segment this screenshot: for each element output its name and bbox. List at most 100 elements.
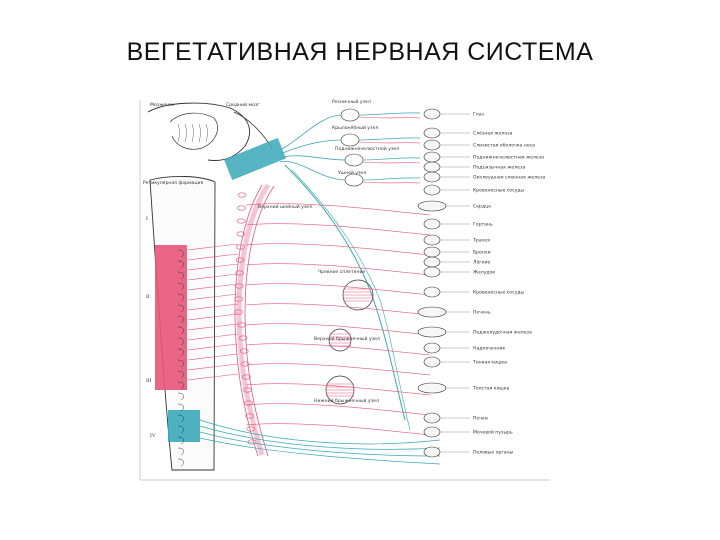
spinal-region-numeral: II	[146, 294, 150, 300]
organ-shape	[423, 266, 441, 278]
sympathetic-preganglionic-fiber	[187, 293, 239, 301]
head-postganglionic-fiber	[358, 137, 421, 141]
sympathetic-ganglion	[237, 205, 246, 211]
head-ganglion	[340, 108, 360, 122]
organ-shape	[423, 412, 441, 424]
organ-label: Желудок	[473, 270, 495, 276]
segment-root	[177, 436, 185, 445]
sympathetic-preganglionic-fiber	[187, 323, 239, 331]
organ-label: Гортань	[473, 222, 493, 228]
sympathetic-preganglionic-fiber	[187, 273, 239, 281]
segment-root	[177, 304, 185, 313]
brain-outline	[147, 102, 250, 161]
head-sympathetic-fiber	[358, 116, 421, 119]
organ-shape	[423, 184, 441, 196]
sympathetic-ganglion	[234, 296, 244, 302]
organ-shape	[423, 342, 441, 354]
sympathetic-visceral-fiber	[245, 243, 431, 256]
segment-root	[177, 260, 185, 269]
sympathetic-ganglion	[245, 413, 254, 419]
organ-shape	[423, 446, 441, 458]
sympathetic-preganglionic-fiber	[187, 283, 239, 291]
organ-label: Мочевой пузырь	[473, 429, 513, 436]
segment-root	[177, 403, 185, 412]
sacral-parasympathetic-fiber	[199, 437, 441, 465]
vagus-nerve-branch	[291, 169, 411, 431]
ganglion-label: Поднижнечелюстной узел	[335, 145, 399, 152]
organ-label: Почки	[473, 416, 488, 422]
organ-shape	[423, 161, 441, 173]
sympathetic-trunk	[236, 183, 271, 456]
head-ganglion	[344, 153, 364, 167]
segment-root	[177, 458, 185, 467]
sympathetic-ganglion	[243, 387, 252, 393]
segment-root	[177, 425, 185, 434]
organ-label: Толстая кишка	[472, 386, 510, 392]
organ-label: Подъязычная железа	[473, 165, 525, 171]
cranial-parasympathetic-fiber	[279, 161, 347, 181]
sympathetic-ganglion	[242, 374, 251, 380]
cerebellum-fold	[184, 123, 187, 143]
segment-root	[177, 326, 185, 335]
cerebellum-fold	[177, 123, 180, 143]
sympathetic-visceral-fiber	[245, 423, 431, 436]
midbrain-label: Средний мозг	[226, 101, 260, 108]
sympathetic-ganglion	[241, 361, 250, 367]
sympathetic-ganglion	[234, 309, 243, 315]
sacral-segment-band	[168, 410, 200, 442]
sympathetic-preganglionic-fiber	[187, 243, 239, 251]
spinal-region-numeral: I	[146, 216, 148, 222]
organ-label: Трахея	[472, 238, 490, 244]
sympathetic-preganglionic-fiber	[187, 363, 239, 371]
cerebellum-fold	[205, 123, 208, 143]
organ-label: Кровеносные сосуды	[473, 290, 525, 296]
sympathetic-preganglionic-fiber	[187, 263, 239, 271]
sympathetic-visceral-fiber	[245, 323, 431, 336]
ganglion-label: Ресничный узел	[332, 98, 371, 105]
sympathetic-ganglion	[234, 283, 244, 289]
sympathetic-visceral-fiber	[245, 283, 431, 296]
sympathetic-visceral-fiber	[245, 343, 431, 356]
organ-shape	[423, 234, 441, 246]
ganglion-label: Нижний брыжеечный узел	[314, 397, 379, 404]
sacral-parasympathetic-fiber	[199, 425, 441, 450]
head-sympathetic-fiber	[362, 181, 421, 184]
sympathetic-preganglionic-fiber	[187, 313, 239, 321]
organ-shape	[423, 246, 441, 258]
cranial-parasympathetic-fiber	[279, 139, 343, 155]
head-ganglion	[340, 133, 360, 147]
ganglion-label: Ушной узел	[338, 169, 366, 176]
cerebellum-label: Мозжечок	[150, 102, 175, 108]
cerebellum-fold	[198, 123, 201, 143]
sympathetic-preganglionic-fiber	[187, 353, 239, 361]
segment-root	[177, 348, 185, 357]
sympathetic-ganglion	[235, 270, 244, 276]
thoracolumbar-segment-band	[155, 245, 187, 390]
cerebellum-fold	[191, 123, 194, 143]
sympathetic-ganglion	[246, 426, 256, 432]
sympathetic-preganglionic-fiber	[187, 333, 239, 341]
sympathetic-visceral-fiber	[245, 303, 431, 316]
sympathetic-ganglion	[236, 218, 246, 224]
cerebellum-outline	[169, 112, 218, 150]
organ-shape	[423, 139, 441, 151]
organ-shape	[417, 382, 447, 394]
segment-root	[177, 293, 185, 302]
organ-label: Надпочечник	[473, 346, 506, 352]
organ-shape	[423, 356, 441, 368]
sympathetic-visceral-fiber	[245, 403, 431, 416]
segment-root	[177, 249, 185, 258]
organ-label: Печень	[473, 310, 491, 316]
ganglion-label: Верхний шейный узел	[258, 203, 312, 210]
organ-label: Поднижнечелюстная железа	[473, 155, 544, 161]
slide-title: ВЕГЕТАТИВНАЯ НЕРВНАЯ СИСТЕМА	[126, 38, 594, 66]
organ-shape	[423, 426, 441, 438]
ganglion-label: Крылонёбный узел	[332, 124, 378, 131]
sacral-parasympathetic-fiber	[199, 419, 441, 445]
organ-shape	[423, 127, 441, 139]
organ-label: Тонкая кишка	[472, 360, 507, 366]
head-sympathetic-fiber	[362, 161, 421, 164]
segment-root	[177, 359, 185, 368]
organ-label: Поджелудочная железа	[473, 330, 532, 336]
